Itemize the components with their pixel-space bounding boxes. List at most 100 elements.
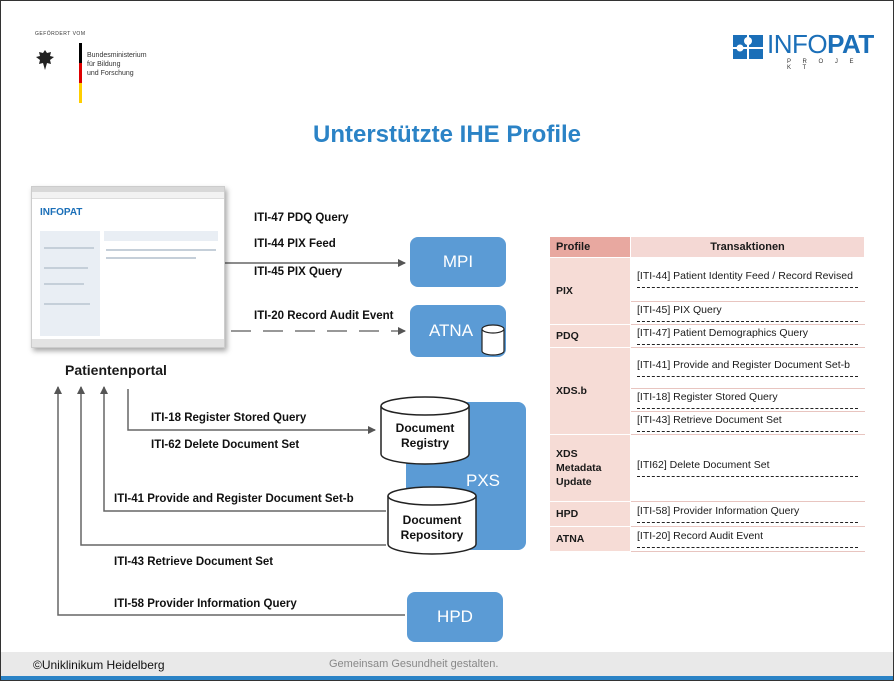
infopat-word-pat: PAT: [827, 29, 874, 59]
transaction-cell: [ITI-58] Provider Information Query: [630, 501, 865, 527]
document-repository-cylinder: [387, 486, 477, 555]
edge-label-iti44: ITI-44 PIX Feed: [254, 238, 336, 250]
thumb-titlebar: [32, 187, 224, 192]
transaction-cell: [ITI-20] Record Audit Event: [630, 526, 865, 552]
transaction-cell: [ITI62] Delete Document Set: [630, 434, 865, 502]
slide-title: Unterstützte IHE Profile: [312, 121, 582, 148]
transaction-text: [ITI-20] Record Audit Event: [637, 530, 764, 542]
document-repository-label: Document Repository: [388, 513, 476, 543]
profile-cell: PDQ: [549, 324, 631, 348]
table-row: XDS.b [ITI-41] Provide and Register Docu…: [549, 347, 865, 435]
profile-cell: XDS.b: [549, 347, 631, 435]
table-row: PDQ [ITI-47] Patient Demographics Query: [549, 324, 865, 348]
bmbf-top-text: GEFÖRDERT VOM: [35, 31, 86, 37]
footer-copyright: ©Uniklinikum Heidelberg: [33, 658, 165, 672]
repository-line: Document: [402, 513, 462, 527]
pxs-label: PXS: [466, 471, 501, 490]
thumb-nav-line: [44, 303, 90, 305]
header-profile: Profile: [549, 236, 631, 258]
table-row: XDS Metadata Update [ITI62] Delete Docum…: [549, 434, 865, 502]
dash-line: [637, 344, 858, 345]
transaction-text: [ITI-47] Patient Demographics Query: [637, 327, 808, 339]
profile-table: Profile Transaktionen PIX [ITI-44] Patie…: [549, 236, 865, 552]
bmbf-name: Bundesministerium für Bildung und Forsch…: [87, 51, 197, 78]
profile-cell: XDS Metadata Update: [549, 434, 631, 502]
thumb-logo: INFOPAT: [40, 207, 83, 218]
profile-cell: ATNA: [549, 526, 631, 552]
dash-line: [637, 376, 858, 377]
infopat-logo: INFOPAT P R O J E K T: [731, 27, 874, 71]
thumb-menubar: [32, 192, 224, 199]
edge-line-repository: [100, 386, 386, 512]
registry-line: Registry: [400, 436, 450, 450]
thumb-nav-line: [44, 283, 84, 285]
thumb-row: [106, 249, 216, 251]
transaction-text: [ITI-58] Provider Information Query: [637, 505, 800, 517]
footer: ©Uniklinikum Heidelberg Gemeinsam Gesund…: [1, 652, 893, 680]
transaction-text: [ITI-41] Provide and Register Document S…: [637, 359, 851, 371]
table-row: PIX [ITI-44] Patient Identity Feed / Rec…: [549, 257, 865, 325]
transaction-cell: [ITI-43] Retrieve Document Set: [630, 411, 865, 435]
repository-line: Repository: [400, 528, 464, 542]
hpd-node: HPD: [407, 592, 503, 642]
dash-line: [637, 320, 858, 322]
header-transactions: Transaktionen: [630, 236, 865, 258]
thumb-nav-line: [44, 247, 94, 249]
footer-slogan: Gemeinsam Gesundheit gestalten.: [329, 658, 499, 670]
edge-label-iti41: ITI-41 Provide and Register Document Set…: [114, 493, 354, 505]
dash-line: [637, 522, 858, 523]
patientenportal-screenshot: INFOPAT: [31, 186, 225, 348]
eagle-icon: [36, 50, 54, 70]
hpd-label: HPD: [437, 607, 473, 626]
table-row: HPD [ITI-58] Provider Information Query: [549, 501, 865, 527]
transaction-cell: [ITI-44] Patient Identity Feed / Record …: [630, 257, 865, 302]
registry-line: Document: [395, 421, 455, 435]
infopat-subtitle: P R O J E K T: [787, 59, 859, 71]
bmbf-logo: GEFÖRDERT VOM Bundesministerium für Bild…: [35, 31, 197, 103]
infopat-word-info: INFO: [767, 29, 828, 59]
document-registry-cylinder: [380, 396, 470, 465]
footer-accent-line: [1, 676, 893, 680]
bmbf-line: und Forschung: [87, 70, 134, 77]
edge-label-iti20: ITI-20 Record Audit Event: [254, 310, 394, 322]
german-flag-stripe: [79, 43, 82, 103]
table-header-row: Profile Transaktionen: [549, 236, 865, 258]
thumb-nav-line: [44, 267, 88, 269]
edge-line-registry: [127, 389, 376, 434]
atna-label: ATNA: [428, 321, 474, 340]
dash-line: [637, 431, 858, 432]
thumb-row: [106, 257, 196, 259]
edge-label-iti43: ITI-43 Retrieve Document Set: [114, 556, 274, 568]
profile-cell: HPD: [549, 501, 631, 527]
thumb-statusbar: [32, 339, 224, 347]
transaction-text: [ITI62] Delete Document Set: [637, 459, 770, 471]
edge-label-iti62: ITI-62 Delete Document Set: [151, 439, 300, 451]
infopat-wordmark: INFOPAT: [767, 29, 874, 60]
transaction-text: [ITI-18] Register Stored Query: [637, 391, 778, 403]
profile-cell: PIX: [549, 257, 631, 325]
thumb-header-row: [104, 231, 218, 241]
dash-line: [637, 287, 858, 289]
edge-label-iti47: ITI-47 PDQ Query: [254, 212, 349, 224]
edge-label-iti45: ITI-45 PIX Query: [254, 266, 343, 278]
document-registry-label: Document Registry: [381, 421, 469, 451]
table-row: ATNA [ITI-20] Record Audit Event: [549, 526, 865, 552]
bmbf-line: für Bildung: [87, 61, 121, 68]
patientenportal-label: Patientenportal: [65, 362, 167, 378]
table-row: [ITI-45] PIX Query: [550, 300, 865, 326]
transaction-cell: [ITI-41] Provide and Register Document S…: [630, 347, 865, 389]
transaction-text: [ITI-43] Retrieve Document Set: [637, 414, 782, 426]
edge-label-iti18: ITI-18 Register Stored Query: [151, 412, 307, 424]
transaction-text: [ITI-45] PIX Query: [637, 303, 722, 316]
transaction-cell: [ITI-45] PIX Query: [630, 300, 865, 326]
edge-line-retrieve: [77, 386, 386, 546]
mpi-node: MPI: [410, 237, 506, 287]
mpi-label: MPI: [442, 252, 474, 271]
database-icon: [481, 324, 505, 356]
infopat-puzzle-icon: [733, 35, 763, 59]
dash-line: [637, 476, 858, 477]
transaction-text: [ITI-44] Patient Identity Feed / Record …: [637, 270, 853, 283]
edge-line-hpd: [54, 386, 405, 616]
